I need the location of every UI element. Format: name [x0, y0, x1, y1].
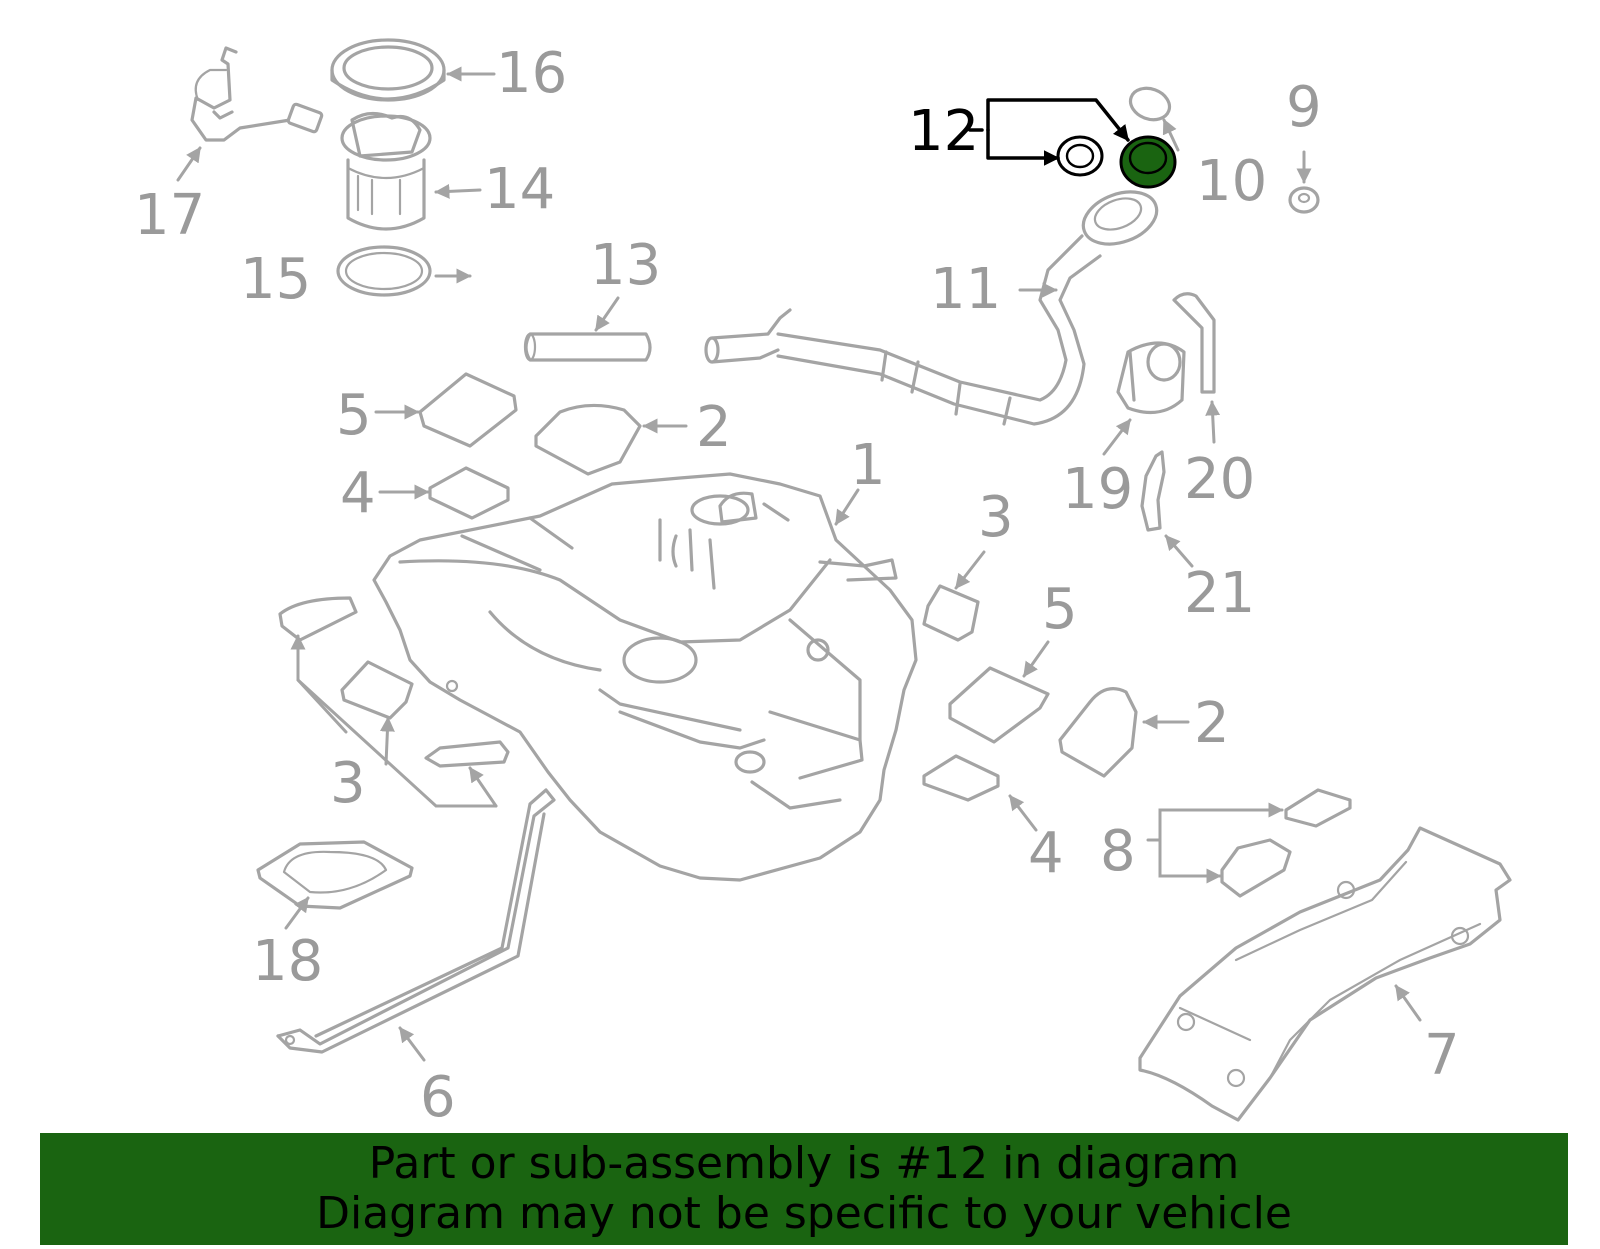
callout-1: 1 — [850, 433, 886, 498]
part-1-fuel-tank — [372, 472, 918, 882]
part-20-hose — [1172, 292, 1216, 394]
part-3-pad-right — [922, 584, 980, 642]
part-18-plate — [256, 840, 414, 910]
part-4-pad-lower — [922, 754, 1000, 802]
callout-20: 20 — [1184, 447, 1255, 512]
part-3-pad-left-b — [340, 660, 414, 720]
callout-4-lower: 4 — [1028, 821, 1064, 886]
callout-11: 11 — [930, 257, 1001, 322]
part-8-pad-b — [1220, 838, 1292, 898]
callout-12-highlighted: 12 — [908, 99, 979, 164]
part-8-pad-a — [1284, 788, 1352, 828]
callout-3-right: 3 — [978, 485, 1014, 550]
callout-7: 7 — [1424, 1023, 1460, 1088]
callout-2-upper: 2 — [696, 395, 732, 460]
part-11-filler-pipe — [704, 190, 1159, 426]
callout-18: 18 — [252, 929, 323, 994]
part-19-bracket — [1116, 341, 1186, 415]
part-13-hose — [523, 332, 652, 362]
callout-17: 17 — [134, 183, 205, 248]
part-21-tube — [1140, 450, 1166, 532]
part-5-pad-lower — [948, 666, 1050, 744]
part-10-gasket — [1128, 86, 1172, 122]
callout-21: 21 — [1184, 561, 1255, 626]
callout-labels: 1 2 2 3 3 4 4 5 5 6 7 8 9 10 11 12 13 14… — [134, 41, 1460, 1130]
part-16-lock-ring — [330, 38, 446, 102]
callout-13: 13 — [590, 233, 661, 298]
callout-5-upper: 5 — [336, 383, 372, 448]
callout-2-lower: 2 — [1194, 691, 1230, 756]
callout-15: 15 — [240, 247, 311, 312]
callout-5-lower: 5 — [1042, 577, 1078, 642]
part-2-pad-lower — [1058, 687, 1138, 778]
part-4-pad-upper — [428, 466, 510, 520]
part-5-pad-upper — [418, 372, 518, 448]
leader-12-highlighted — [968, 98, 1130, 166]
callout-3-left: 3 — [330, 751, 366, 816]
part-9-grommet — [1288, 186, 1320, 214]
callout-6: 6 — [420, 1065, 456, 1130]
callout-14: 14 — [484, 157, 555, 222]
callout-8: 8 — [1100, 819, 1136, 884]
callout-9: 9 — [1286, 75, 1322, 140]
banner-line-disclaimer: Diagram may not be specific to your vehi… — [316, 1188, 1292, 1239]
part-15-seal — [336, 245, 432, 297]
part-3-pad-left-a — [278, 596, 358, 642]
callout-4-upper: 4 — [340, 461, 376, 526]
callout-16: 16 — [496, 41, 567, 106]
part-14-pump-module — [340, 111, 432, 231]
part-3-pad-left-c — [424, 740, 510, 768]
info-banner: Part or sub-assembly is #12 in diagram D… — [40, 1133, 1568, 1245]
leader-arrows — [176, 66, 1422, 1062]
part-17-sender — [190, 46, 324, 142]
callout-10: 10 — [1196, 149, 1267, 214]
part-6-strap — [276, 788, 556, 1054]
callout-19: 19 — [1062, 457, 1133, 522]
part-2-pad-upper — [534, 403, 642, 476]
banner-line-part: Part or sub-assembly is #12 in diagram — [368, 1138, 1240, 1189]
part-7-heat-shield — [1138, 826, 1512, 1122]
part-12-seal-highlighted — [1056, 135, 1177, 189]
